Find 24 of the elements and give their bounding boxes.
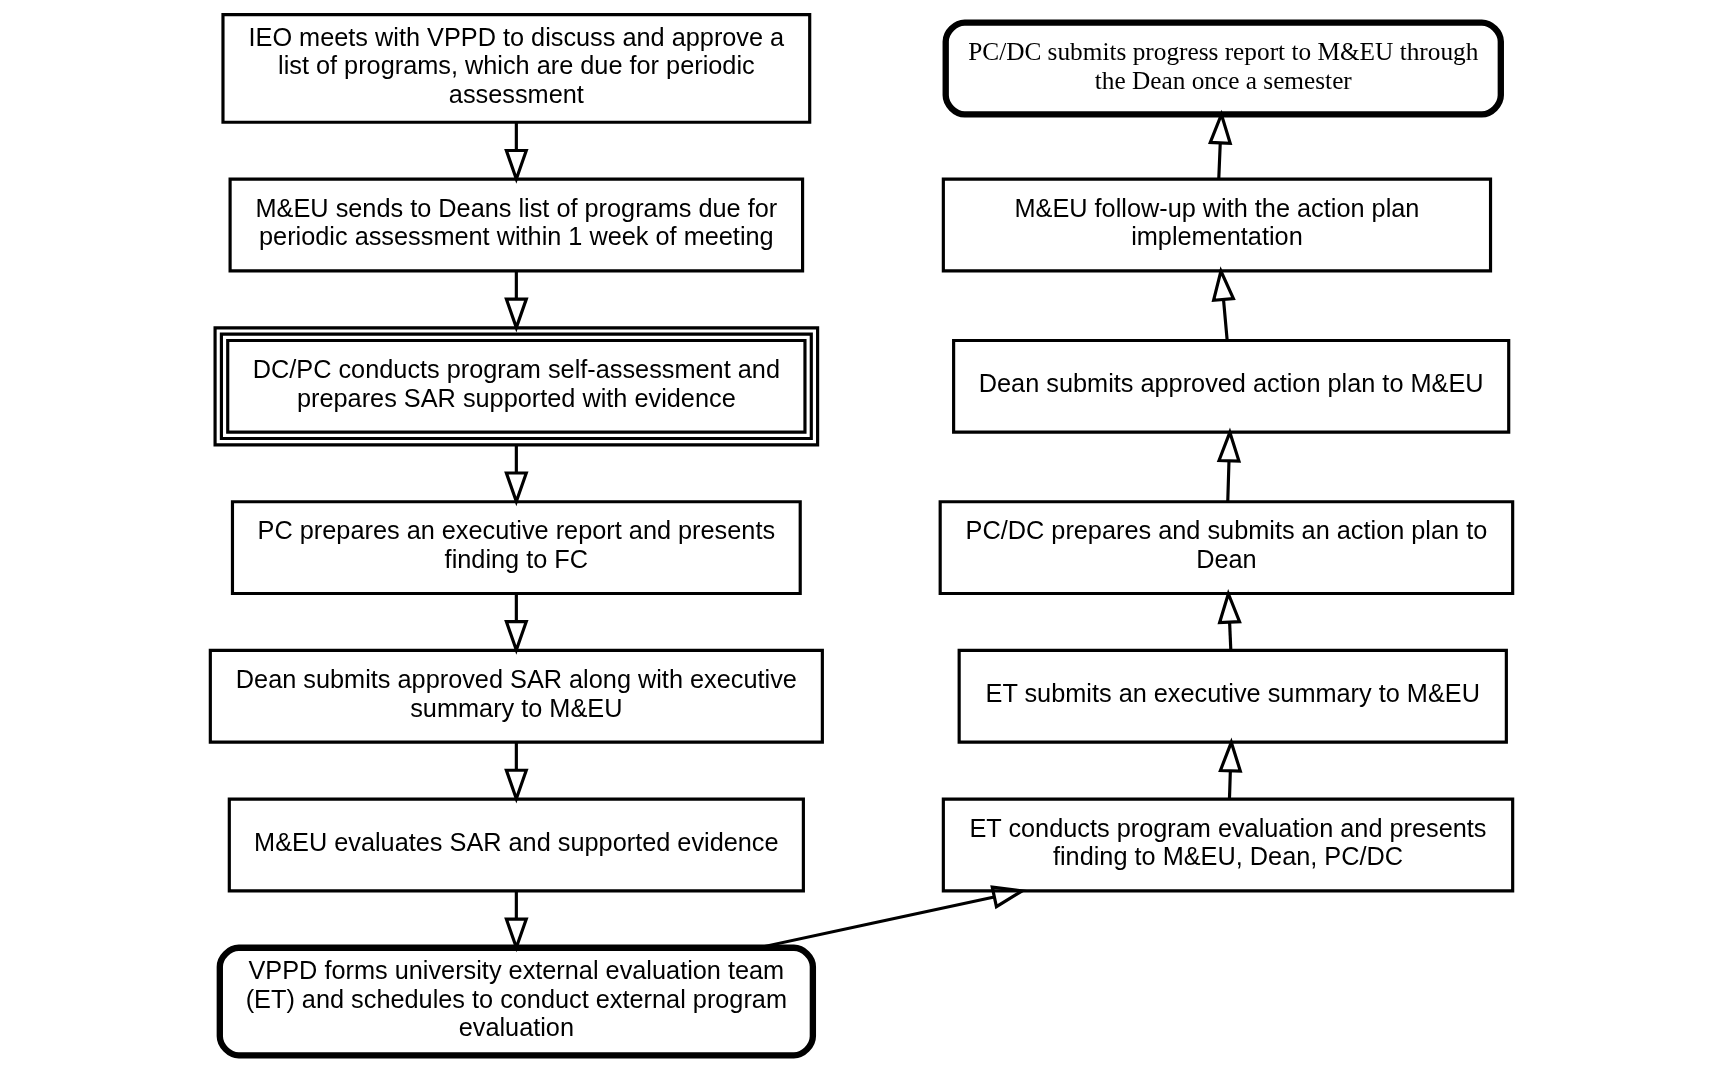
arrow	[1216, 427, 1242, 502]
node-box: VPPD forms university external evaluation team (ET) and schedules to conduct external program evaluation	[216, 944, 817, 1059]
arrow	[1208, 109, 1233, 179]
node-box: Dean submits approved SAR along with executive summary to M&EU	[208, 648, 824, 744]
arrow	[504, 445, 529, 507]
node-box: PC/DC submits progress report to M&EU through the Dean once a semester	[942, 19, 1504, 118]
node-box: ET submits an executive summary to M&EU	[957, 648, 1508, 744]
node-box: ET conducts program evaluation and presents finding to M&EU, Dean, PC/DC	[941, 797, 1515, 893]
arrow	[504, 593, 529, 655]
arrow	[1211, 266, 1236, 341]
node-box: IEO meets with VPPD to discuss and approve a list of programs, which are due for periodic assessment	[221, 13, 812, 124]
arrow	[1217, 588, 1242, 651]
arrow	[504, 271, 529, 333]
node-box: M&EU follow-up with the action plan implementation	[941, 177, 1493, 273]
node-box: M&EU sends to Deans list of programs due for periodic assessment within 1 week of meeting	[228, 177, 805, 273]
arrow	[504, 742, 529, 804]
node-box: Dean submits approved action plan to M&EU	[952, 338, 1511, 434]
node-box: PC prepares an executive report and presents finding to FC	[230, 500, 802, 596]
arrow	[1218, 737, 1243, 799]
node-box: PC/DC prepares and submits an action plan to Dean	[938, 500, 1515, 596]
node-box: M&EU evaluates SAR and supported evidence	[227, 797, 805, 893]
node-box: DC/PC conducts program self-assessment and prepares SAR supported with evidence	[213, 326, 820, 447]
arrow	[504, 890, 529, 953]
arrow	[504, 122, 529, 184]
